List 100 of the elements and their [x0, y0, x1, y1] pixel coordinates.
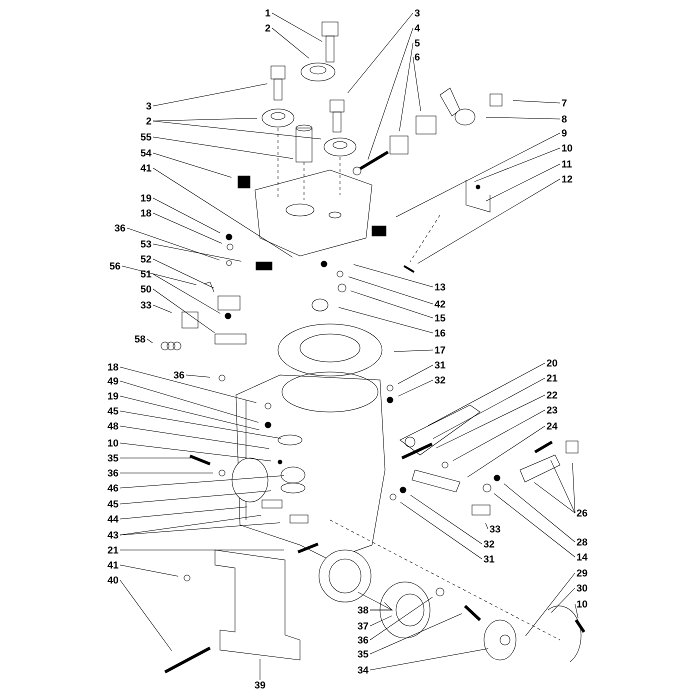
leader-line: [152, 274, 220, 314]
callout-number: 32: [434, 376, 446, 384]
leader-line: [452, 410, 546, 461]
leader-line: [398, 364, 434, 384]
leader-line: [572, 462, 576, 514]
callout-number: 54: [140, 150, 152, 156]
callout-number: 3: [146, 102, 152, 110]
leader-line: [120, 442, 272, 462]
leader-line: [474, 148, 560, 182]
leader-line: [152, 198, 220, 234]
callout-number: 56: [110, 262, 120, 270]
leader-line: [120, 396, 260, 430]
callout-number: 36: [114, 224, 126, 232]
leader-line: [348, 276, 434, 304]
callout-number: 44: [108, 516, 118, 522]
callout-number: 45: [108, 500, 118, 508]
callout-number: 32: [484, 540, 494, 548]
leader-line: [120, 472, 214, 474]
leader-line: [120, 506, 248, 520]
callout-number: 18: [108, 363, 118, 371]
callout-number: 30: [576, 584, 588, 592]
callout-number: 1: [266, 10, 270, 16]
leader-line: [347, 12, 414, 94]
leader-line: [534, 482, 576, 514]
callout-number: 8: [562, 115, 567, 123]
callout-number: 16: [435, 329, 446, 337]
leader-line: [350, 290, 434, 318]
leader-line: [432, 378, 546, 439]
callout-number: 35: [108, 454, 118, 462]
callout-number: 5: [414, 40, 420, 46]
callout-number: 36: [108, 469, 118, 477]
callout-number: 36: [358, 636, 368, 644]
leader-line: [370, 616, 392, 626]
leader-line: [550, 460, 576, 514]
callout-number: 9: [562, 129, 567, 137]
leader-line: [152, 168, 293, 258]
callout-number: 15: [435, 314, 446, 322]
leader-line: [120, 564, 178, 577]
leader-line: [394, 350, 434, 352]
callout-number: 40: [108, 576, 118, 584]
leader-line: [146, 338, 153, 344]
leader-line: [370, 613, 462, 654]
callout-number: 3: [414, 9, 420, 17]
callout-number: 26: [576, 509, 588, 517]
leader-line: [410, 494, 482, 544]
callout-number: 22: [546, 392, 558, 398]
leader-line: [504, 483, 576, 542]
callout-number: 33: [490, 525, 500, 533]
callout-number: 20: [546, 359, 558, 367]
callout-number: 19: [108, 392, 118, 400]
leader-line: [412, 56, 421, 112]
callout-number: 31: [434, 361, 446, 369]
leader-line: [120, 580, 172, 651]
callout-number: 41: [140, 164, 152, 172]
leader-line: [353, 264, 434, 288]
callout-number: 19: [141, 194, 152, 202]
leader-line: [399, 42, 414, 132]
leader-line: [120, 475, 284, 488]
callout-number: 33: [140, 301, 152, 309]
leader-line: [152, 258, 214, 288]
callout-number: 18: [141, 209, 152, 217]
callout-number: 55: [140, 134, 152, 140]
callout-number: 17: [435, 346, 446, 354]
leader-line: [512, 100, 560, 104]
callout-number: 42: [434, 300, 446, 308]
leader-line: [551, 588, 576, 613]
callout-number: 39: [254, 681, 266, 689]
leader-line: [152, 288, 215, 334]
callout-number: 31: [484, 555, 494, 563]
callout-number: 2: [265, 24, 270, 32]
leader-line: [494, 493, 576, 558]
callout-number: 21: [108, 546, 118, 554]
leader-line: [152, 120, 322, 140]
callout-number: 10: [108, 439, 118, 447]
leader-line: [574, 604, 578, 618]
leader-line: [396, 132, 560, 218]
callout-number: 23: [546, 406, 558, 414]
callout-number: 24: [546, 422, 558, 430]
callout-number: 34: [358, 666, 368, 674]
leader-line: [152, 152, 232, 178]
leader-line: [338, 307, 434, 334]
leader-line: [186, 374, 210, 378]
leader-line: [152, 304, 172, 313]
leader-line: [436, 394, 546, 448]
callout-number: 41: [108, 562, 118, 568]
callout-number: 43: [108, 531, 118, 539]
callout-number: 46: [108, 484, 118, 492]
leader-line: [272, 12, 322, 42]
callout-number: 53: [140, 240, 152, 248]
callout-number: 7: [562, 100, 567, 106]
callout-number: 38: [358, 606, 368, 614]
leader-line: [467, 426, 546, 478]
leader-line: [398, 380, 434, 396]
leader-line: [122, 266, 197, 286]
leader-line: [272, 28, 310, 59]
callout-number: 58: [134, 335, 146, 343]
leader-line: [485, 523, 488, 530]
leader-line: [370, 596, 433, 640]
callout-number: 45: [108, 408, 118, 414]
leader-line: [120, 426, 270, 449]
